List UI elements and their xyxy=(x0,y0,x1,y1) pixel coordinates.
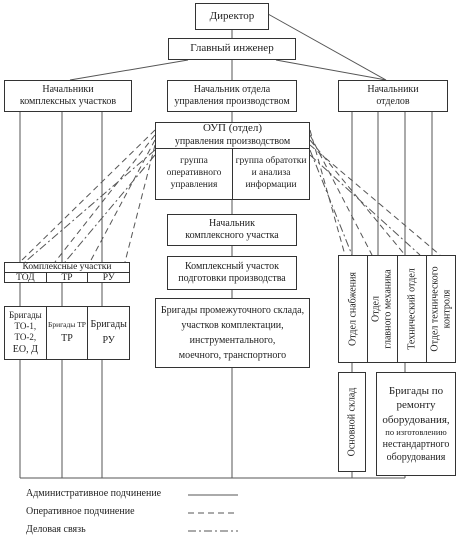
repair-brigades-line-6: оборудования xyxy=(386,451,446,463)
group-operative-line-1: группа xyxy=(180,156,208,167)
brigades-to-line-2: ТО-1, ТО-2, xyxy=(14,321,37,343)
brigades-ru-line-1: Бригады xyxy=(90,318,127,330)
dash-fan-left-4 xyxy=(124,144,156,263)
dept-quality-line-1: Отдел технического xyxy=(429,266,441,352)
brigades-tr: Бригады ТР ТР xyxy=(47,307,89,359)
dept-quality: Отдел технического контроля xyxy=(427,256,455,362)
complex-prep-site-box: Комплексный участок подготовки производс… xyxy=(167,256,297,290)
dashdot-left-2 xyxy=(64,154,156,263)
heads-complex-sites-line-1: Начальники xyxy=(42,83,94,95)
dashdot-right-1 xyxy=(309,149,353,256)
dept-chief-mechanic: Отдел главного механика xyxy=(368,256,398,362)
group-operative: группа оперативного управления xyxy=(156,149,233,199)
oup-title-line-2: управления производством xyxy=(174,136,291,148)
dept-chief-mechanic-label: Отдел главного механика xyxy=(371,261,394,357)
repair-brigades-line-5: нестандартного xyxy=(382,438,450,450)
oup-box: ОУП (отдел) управления производством гру… xyxy=(155,122,310,200)
director-box: Директор xyxy=(195,3,269,30)
dept-chief-mechanic-line-2: главного механика xyxy=(382,269,394,349)
dash-fan-right-4 xyxy=(309,144,441,256)
dashdot-left-1 xyxy=(24,149,156,263)
head-production-dept-box: Начальник отдела управления производство… xyxy=(167,80,297,112)
complex-sites-col-tod: ТОД xyxy=(5,273,47,282)
brigades-tr-caption: Бригады ТР xyxy=(48,320,86,330)
line-director-depts xyxy=(267,13,387,81)
dash-fan-left-2 xyxy=(54,134,156,263)
heads-complex-sites-box: Начальники комплексных участков xyxy=(4,80,132,112)
oup-title-line-1: ОУП (отдел) xyxy=(202,122,263,135)
brigades-to-line-1: Бригады xyxy=(8,309,42,320)
complex-sites-box: Комплексные участки ТОД ТР РУ xyxy=(4,262,130,283)
repair-brigades-line-3: оборудования, xyxy=(382,413,450,426)
dept-supply: Отдел снабжения xyxy=(339,256,369,362)
dept-technical: Технический отдел xyxy=(398,256,427,362)
repair-brigades-box: Бригады по ремонту оборудования, по изго… xyxy=(376,372,456,476)
brigades-intermediate-box: Бригады промежуточного склада, участков … xyxy=(155,298,310,368)
brigades-intermediate-line-3: инструментального, xyxy=(189,335,276,346)
brigades-intermediate-line-4: моечного, транспортного xyxy=(178,350,287,361)
dept-chief-mechanic-line-1: Отдел xyxy=(370,296,382,322)
dash-fan-right-2 xyxy=(309,134,373,256)
dash-fan-left-1 xyxy=(19,129,156,263)
repair-brigades-line-2: ремонту xyxy=(396,399,436,412)
group-processing-line-3: информации xyxy=(245,179,297,190)
heads-complex-sites-line-2: комплексных участков xyxy=(19,96,117,107)
heads-depts-line-2: отделов xyxy=(376,96,410,107)
head-complex-site-box: Начальник комплексного участка xyxy=(167,214,297,246)
complex-prep-site-line-1: Комплексный участок xyxy=(184,260,280,272)
chief-engineer-label: Главный инженер xyxy=(190,42,274,55)
head-complex-site-line-2: комплексного участка xyxy=(185,230,279,241)
director-label: Директор xyxy=(209,9,255,22)
head-complex-site-line-1: Начальник xyxy=(209,217,255,229)
complex-sites-col-ru: РУ xyxy=(102,273,115,283)
brigades-intermediate-line-2: участков комплектации, xyxy=(181,320,284,331)
dept-quality-label: Отдел технического контроля xyxy=(429,261,452,357)
head-production-dept-line-2: управления производством xyxy=(174,96,290,107)
brigades-tr-code: ТР xyxy=(61,333,73,345)
main-warehouse-label: Основной склад xyxy=(346,387,358,457)
group-processing: группа обратотки и анализа информации xyxy=(233,149,309,199)
complex-prep-site-line-2: подготовки производства xyxy=(178,273,286,284)
dashdot-right-2 xyxy=(309,154,421,256)
heads-depts-line-1: Начальники xyxy=(367,83,419,95)
complex-sites-col-tr: ТР xyxy=(47,273,89,282)
oup-groups: группа оперативного управления группа об… xyxy=(156,149,309,199)
legend-business: Деловая связь xyxy=(26,524,86,535)
dash-fan-right-3 xyxy=(309,139,406,256)
group-processing-line-2: и анализа xyxy=(251,168,291,179)
repair-brigades-line-1: Бригады по xyxy=(388,385,444,398)
line-chief-left xyxy=(69,59,189,81)
legend-operative: Оперативное подчинение xyxy=(26,506,135,517)
dept-technical-label: Технический отдел xyxy=(405,268,417,350)
brigades-to-line-3: ЕО, Д xyxy=(12,343,38,355)
group-operative-line-3: управления xyxy=(170,179,218,190)
dept-supply-label: Отдел снабжения xyxy=(347,271,359,347)
repair-brigades-line-4: по изготовлению xyxy=(385,426,447,437)
head-production-dept-line-1: Начальник отдела xyxy=(193,83,271,95)
dash-fan-right-1 xyxy=(309,129,346,256)
main-warehouse-box: Основной склад xyxy=(338,372,366,472)
group-processing-line-1: группа обратотки xyxy=(235,156,307,167)
dept-quality-line-2: контроля xyxy=(440,289,452,329)
chief-engineer-box: Главный инженер xyxy=(168,38,296,60)
legend-admin: Административное подчинение xyxy=(26,488,162,499)
dash-fan-left-3 xyxy=(89,139,156,263)
group-operative-line-2: оперативного xyxy=(166,168,222,179)
oup-title: ОУП (отдел) управления производством xyxy=(156,123,309,149)
brigades-box: Бригады ТО-1, ТО-2, ЕО, Д Бригады ТР ТР … xyxy=(4,306,130,360)
depts-box: Отдел снабжения Отдел главного механика … xyxy=(338,255,456,363)
line-chief-right xyxy=(275,59,387,81)
complex-sites-cols: ТОД ТР РУ xyxy=(5,273,129,283)
brigades-intermediate-line-1: Бригады промежуточного склада, xyxy=(160,305,305,316)
complex-sites-title: Комплексные участки xyxy=(5,263,129,273)
brigades-to: Бригады ТО-1, ТО-2, ЕО, Д xyxy=(5,307,47,359)
brigades-ru: Бригады РУ xyxy=(88,307,129,359)
heads-depts-box: Начальники отделов xyxy=(338,80,448,112)
brigades-ru-line-2: РУ xyxy=(102,335,115,346)
